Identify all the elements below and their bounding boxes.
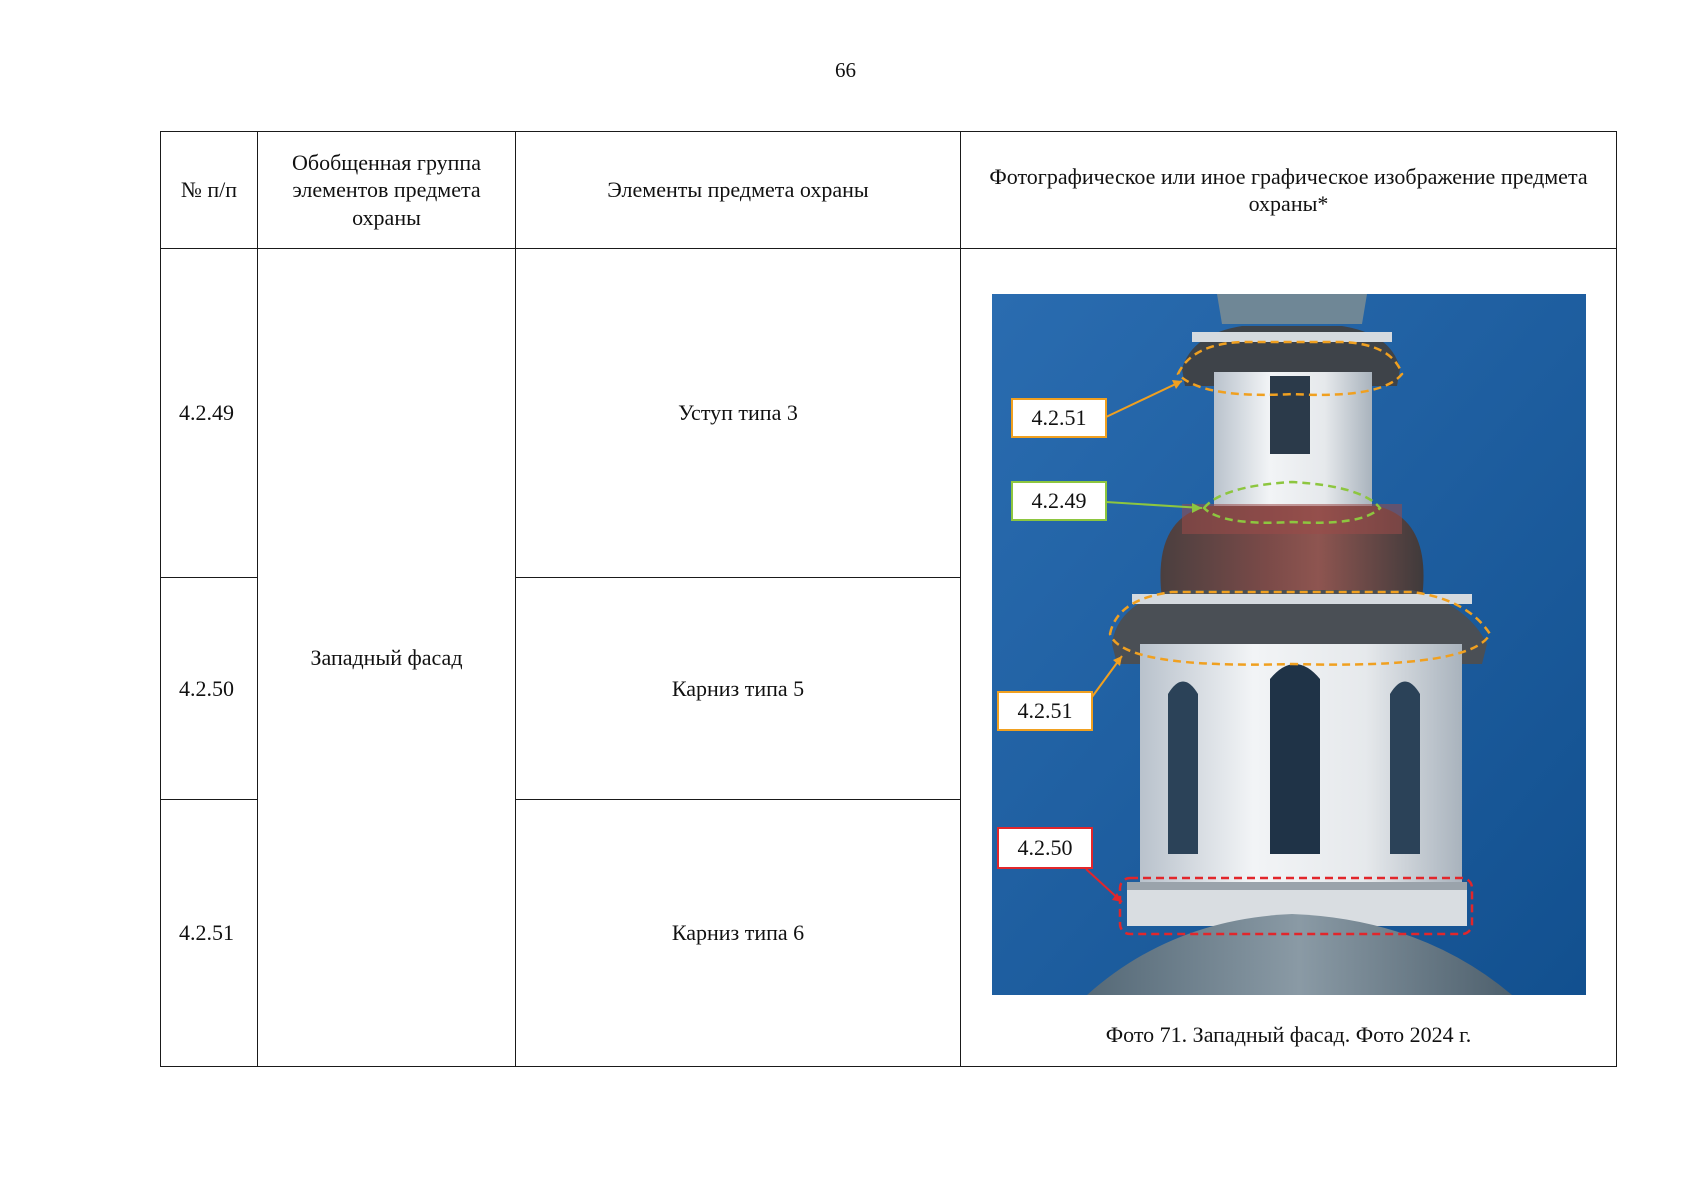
upper-window (1269, 375, 1310, 454)
callout-base-cornice: 4.2.50 (996, 826, 1093, 869)
row-number: 4.2.49 (160, 248, 258, 578)
outline-mid-cornice (1108, 590, 1491, 666)
window-right (1389, 681, 1420, 854)
callout-top-cornice-label: 4.2.51 (1031, 405, 1086, 430)
row-number: 4.2.50 (160, 577, 258, 800)
table-row: 4.2.49 Западный фасад Уступ типа 3 (160, 248, 1617, 1067)
element-name: Карниз типа 5 (515, 577, 961, 800)
callout-base-cornice-label: 4.2.50 (1017, 835, 1072, 860)
window-center (1269, 663, 1320, 854)
outline-ledge (1201, 480, 1382, 524)
header-num: № п/п (160, 131, 258, 249)
element-name: Уступ типа 3 (515, 248, 961, 578)
photo: 4.2.51 4.2.49 4.2.51 4.2.50 (991, 293, 1586, 995)
element-name: Карниз типа 6 (515, 799, 961, 1067)
page-number: 66 (835, 58, 856, 82)
callout-mid-cornice: 4.2.51 (996, 690, 1093, 731)
table-header-row: № п/п Обобщенная группа элементов предме… (160, 131, 1617, 249)
cupola (1216, 293, 1367, 324)
callout-top-cornice: 4.2.51 (1010, 397, 1107, 438)
header-image: Фотографическое или иное графическое изо… (960, 131, 1617, 249)
protection-subject-table: № п/п Обобщенная группа элементов предме… (160, 131, 1617, 1067)
tower-photo-illustration: 4.2.51 4.2.49 4.2.51 4.2.50 (991, 293, 1586, 995)
group-name: Западный фасад (257, 248, 516, 1067)
row-number: 4.2.51 (160, 799, 258, 1067)
header-group: Обобщенная группа элементов предмета охр… (257, 131, 516, 249)
arrow-top-cornice (1105, 379, 1182, 418)
arrow-ledge (1105, 500, 1202, 509)
callout-ledge: 4.2.49 (1010, 480, 1107, 521)
photo-caption: Фото 71. Западный фасад. Фото 2024 г. (1105, 1021, 1472, 1047)
table-row: 4.2.50 Карниз типа 5 (160, 577, 1617, 800)
callout-ledge-label: 4.2.49 (1031, 488, 1086, 513)
table-row: 4.2.51 Карниз типа 6 (160, 799, 1617, 1067)
callout-mid-cornice-label: 4.2.51 (1017, 698, 1072, 723)
window-left (1167, 681, 1198, 854)
header-elements: Элементы предмета охраны (515, 131, 961, 249)
photo-cell: 4.2.51 4.2.49 4.2.51 4.2.50 (960, 248, 1617, 1067)
outline-top-cornice (1176, 340, 1403, 396)
outline-base-cornice (1118, 876, 1473, 935)
